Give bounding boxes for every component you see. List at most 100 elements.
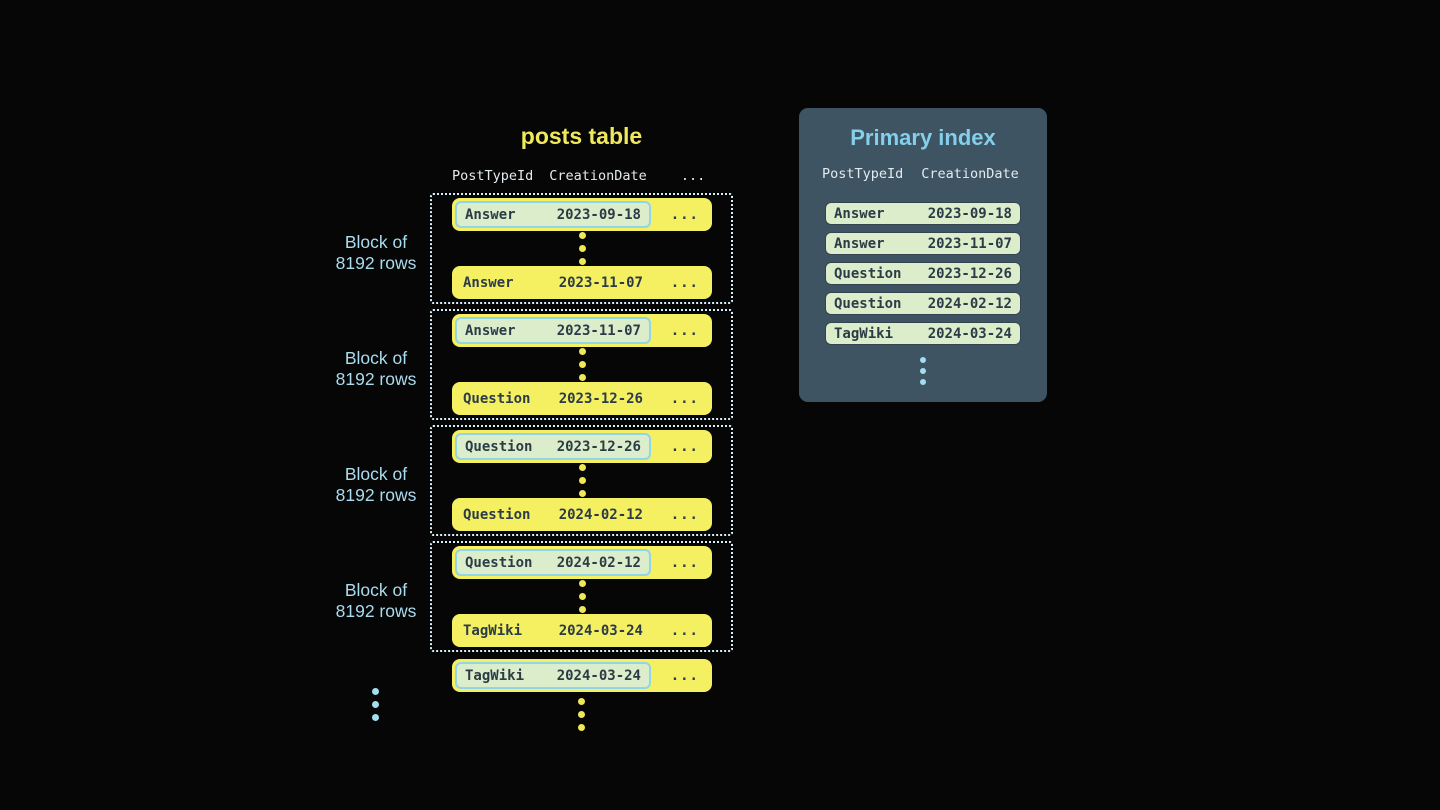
cell-post-type: TagWiki [465,667,525,684]
indexed-entry-highlight: Answer 2023-11-07 [455,317,651,344]
cell-creation-date: 2024-03-24 [556,667,641,684]
table-row-block-first: Question 2024-02-12 ... [452,546,712,579]
cell-post-type: Answer [465,322,516,339]
primary-index-column-headers: PostTypeId CreationDate [822,166,1047,182]
posts-block-4: Block of 8192 rows Question 2024-02-12 .… [336,541,733,652]
ellipsis-dot [920,357,926,363]
rows-vertical-ellipsis [578,231,586,266]
rows-vertical-ellipsis [578,463,586,498]
cell-creation-date: 2023-11-07 [556,322,641,339]
cell-post-type: Question [834,265,902,282]
block-size-label: Block of 8192 rows [326,232,426,274]
row-more-columns-ellipsis: ... [670,274,699,291]
posts-table-blocks: Block of 8192 rows Answer 2023-09-18 ...… [336,193,733,657]
column-header-creationdate: CreationDate [921,166,1019,182]
block-label-line-1: Block of [344,463,408,484]
block-label-line-2: 8192 rows [335,368,417,389]
cell-creation-date: 2023-11-07 [558,274,643,291]
cell-creation-date: 2023-12-26 [558,390,643,407]
rows-vertical-ellipsis [578,347,586,382]
index-entry: Question 2024-02-12 [825,292,1021,315]
ellipsis-dot [578,593,586,600]
index-entry: Answer 2023-11-07 [825,232,1021,255]
ellipsis-dot [372,714,379,721]
cell-post-type: TagWiki [463,622,523,639]
cell-creation-date: 2023-11-07 [927,235,1012,252]
index-entry: Answer 2023-09-18 [825,202,1021,225]
cell-post-type: Answer [834,235,885,252]
ellipsis-dot [578,232,586,239]
cell-creation-date: 2024-03-24 [558,622,643,639]
cell-creation-date: 2024-03-24 [927,325,1012,342]
ellipsis-dot [578,374,586,381]
row-more-columns-ellipsis: ... [670,554,699,571]
ellipsis-dot [372,701,379,708]
cell-creation-date: 2024-02-12 [558,506,643,523]
column-header-posttypeid: PostTypeId [822,166,904,182]
row-more-columns-ellipsis: ... [670,506,699,523]
column-header-more-ellipsis: ... [680,168,706,184]
cell-creation-date: 2023-09-18 [927,205,1012,222]
table-row-block-last: Question 2023-12-26 ... [452,382,712,415]
row-more-columns-ellipsis: ... [670,322,699,339]
table-row-block-last: Question 2024-02-12 ... [452,498,712,531]
more-index-entries-vertical-ellipsis [799,357,1047,385]
block-size-label: Block of 8192 rows [326,348,426,390]
more-rows-vertical-ellipsis [578,698,585,731]
cell-post-type: Question [463,390,531,407]
posts-block-3: Block of 8192 rows Question 2023-12-26 .… [336,425,733,536]
posts-table-title: posts table [520,123,643,149]
cell-post-type: Question [463,506,531,523]
ellipsis-dot [578,711,585,718]
ellipsis-dot [578,477,586,484]
table-row-block-last: TagWiki 2024-03-24 ... [452,614,712,647]
cell-post-type: TagWiki [834,325,894,342]
row-cells: TagWiki 2024-03-24 [455,617,651,644]
indexed-entry-highlight: Question 2024-02-12 [455,549,651,576]
row-more-columns-ellipsis: ... [670,206,699,223]
cell-creation-date: 2023-12-26 [556,438,641,455]
ellipsis-dot [578,245,586,252]
block-size-label: Block of 8192 rows [326,464,426,506]
cell-creation-date: 2023-12-26 [927,265,1012,282]
table-row-block-last: Answer 2023-11-07 ... [452,266,712,299]
rows-vertical-ellipsis [578,579,586,614]
index-entry: Question 2023-12-26 [825,262,1021,285]
ellipsis-dot [372,688,379,695]
row-more-columns-ellipsis: ... [670,667,699,684]
cell-post-type: Answer [465,206,516,223]
ellipsis-dot [920,379,926,385]
cell-creation-date: 2023-09-18 [556,206,641,223]
index-entry: TagWiki 2024-03-24 [825,322,1021,345]
row-more-columns-ellipsis: ... [670,438,699,455]
row-more-columns-ellipsis: ... [670,390,699,407]
block-label-line-2: 8192 rows [335,600,417,621]
primary-index-panel: Primary index PostTypeId CreationDate An… [799,108,1047,402]
table-row-next-block-first: TagWiki 2024-03-24 ... [452,659,712,692]
row-cells: Question 2024-02-12 [455,501,651,528]
ellipsis-dot [578,490,586,497]
ellipsis-dot [578,258,586,265]
cell-post-type: Answer [463,274,514,291]
block-label-line-2: 8192 rows [335,484,417,505]
table-row-block-first: Answer 2023-11-07 ... [452,314,712,347]
block-size-label: Block of 8192 rows [326,580,426,622]
ellipsis-dot [578,464,586,471]
indexed-entry-highlight: TagWiki 2024-03-24 [455,662,651,689]
table-row-block-first: Answer 2023-09-18 ... [452,198,712,231]
posts-block-1: Block of 8192 rows Answer 2023-09-18 ...… [336,193,733,304]
column-header-posttypeid: PostTypeId [452,168,534,184]
row-cells: Answer 2023-11-07 [455,269,651,296]
primary-index-title: Primary index [850,125,996,150]
cell-creation-date: 2024-02-12 [556,554,641,571]
column-header-creationdate: CreationDate [549,168,647,184]
cell-post-type: Question [465,438,533,455]
cell-post-type: Question [834,295,902,312]
ellipsis-dot [578,361,586,368]
cell-creation-date: 2024-02-12 [927,295,1012,312]
indexed-entry-highlight: Question 2023-12-26 [455,433,651,460]
ellipsis-dot [578,606,586,613]
block-label-line-1: Block of [344,231,408,252]
table-row-block-first: Question 2023-12-26 ... [452,430,712,463]
